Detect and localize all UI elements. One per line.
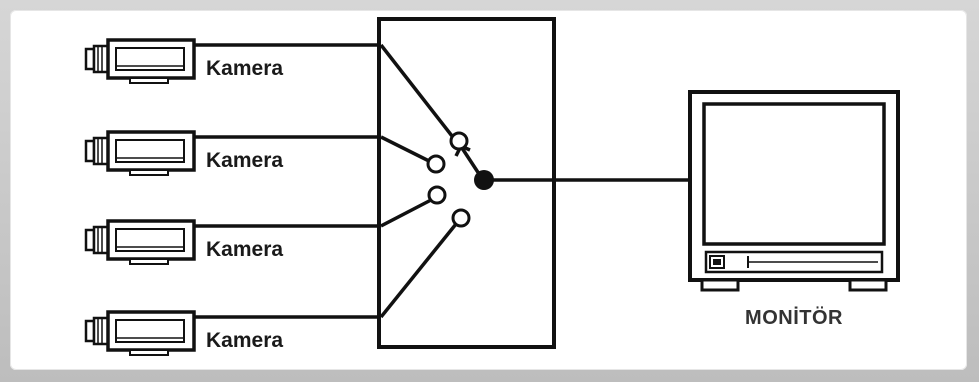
- contact-1: [451, 133, 467, 149]
- camera-label: Kamera: [206, 149, 283, 172]
- contact-3: [429, 187, 445, 203]
- junction-dot: [474, 170, 494, 190]
- camera-label: Kamera: [206, 57, 283, 80]
- camera-label: Kamera: [206, 329, 283, 352]
- camera-cables: [194, 45, 380, 317]
- contact-2: [428, 156, 444, 172]
- camera-icon: [86, 221, 194, 264]
- camera-icon: [86, 312, 194, 355]
- contact-4: [453, 210, 469, 226]
- monitor-icon: [690, 92, 898, 290]
- camera-label: Kamera: [206, 238, 283, 261]
- monitor-label: MONİTÖR: [745, 306, 843, 329]
- camera-icon: [86, 40, 194, 83]
- camera-icon: [86, 132, 194, 175]
- switch-box: [379, 19, 554, 347]
